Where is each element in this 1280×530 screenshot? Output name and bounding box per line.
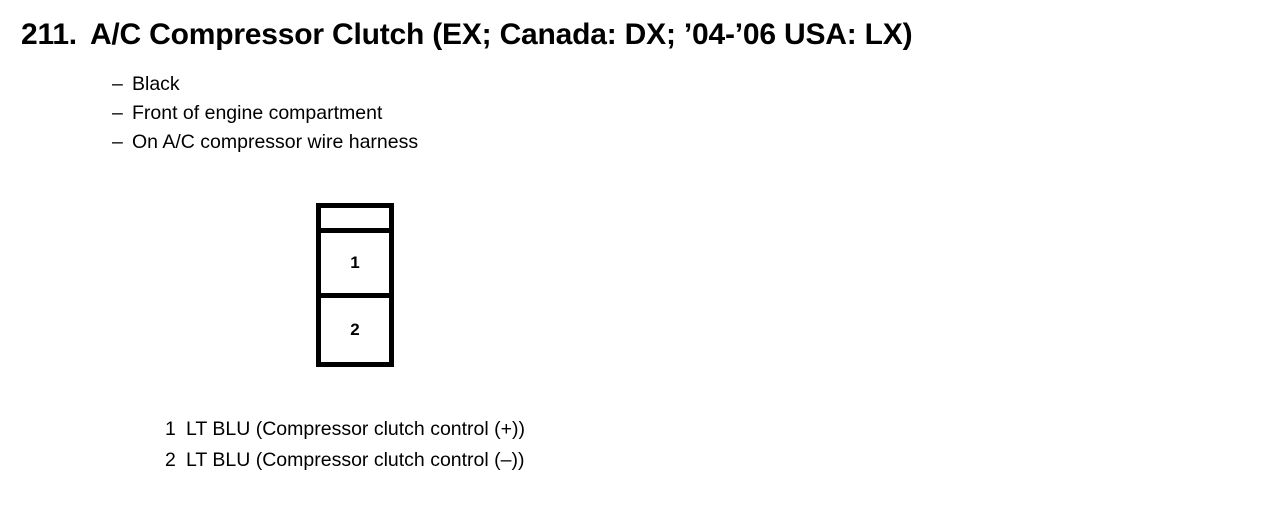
connector-cell-pin-1: 1 bbox=[321, 233, 389, 298]
list-item: –Black bbox=[112, 70, 418, 99]
list-item-label: Black bbox=[132, 73, 180, 95]
section-title: A/C Compressor Clutch (EX; Canada: DX; ’… bbox=[89, 18, 913, 51]
list-item: –Front of engine compartment bbox=[112, 99, 418, 128]
legend-pin-number: 2 bbox=[165, 449, 176, 471]
legend-pin-description: LT BLU (Compressor clutch control (+)) bbox=[186, 418, 526, 440]
dash-marker: – bbox=[112, 131, 123, 153]
connector-cell-blank bbox=[321, 208, 389, 233]
dash-marker: – bbox=[112, 73, 123, 95]
connector-cell-label: 2 bbox=[350, 319, 360, 339]
list-item: –On A/C compressor wire harness bbox=[112, 128, 418, 157]
legend-row: 2 LT BLU (Compressor clutch control (–)) bbox=[165, 445, 525, 476]
connector-attribute-list: –Black –Front of engine compartment –On … bbox=[112, 70, 418, 157]
list-item-label: On A/C compressor wire harness bbox=[132, 131, 419, 153]
connector-cell-label: 1 bbox=[350, 252, 360, 272]
page-title: 211. A/C Compressor Clutch (EX; Canada: D… bbox=[21, 18, 913, 52]
legend-pin-description: LT BLU (Compressor clutch control (–)) bbox=[186, 449, 525, 471]
legend-pin-number: 1 bbox=[165, 418, 176, 440]
section-number: 211. bbox=[21, 18, 77, 51]
legend-row: 1 LT BLU (Compressor clutch control (+)) bbox=[165, 414, 525, 445]
connector-cell-pin-2: 2 bbox=[321, 298, 389, 362]
connector-diagram: 1 2 bbox=[316, 203, 394, 367]
dash-marker: – bbox=[112, 102, 123, 124]
list-item-label: Front of engine compartment bbox=[132, 102, 383, 124]
